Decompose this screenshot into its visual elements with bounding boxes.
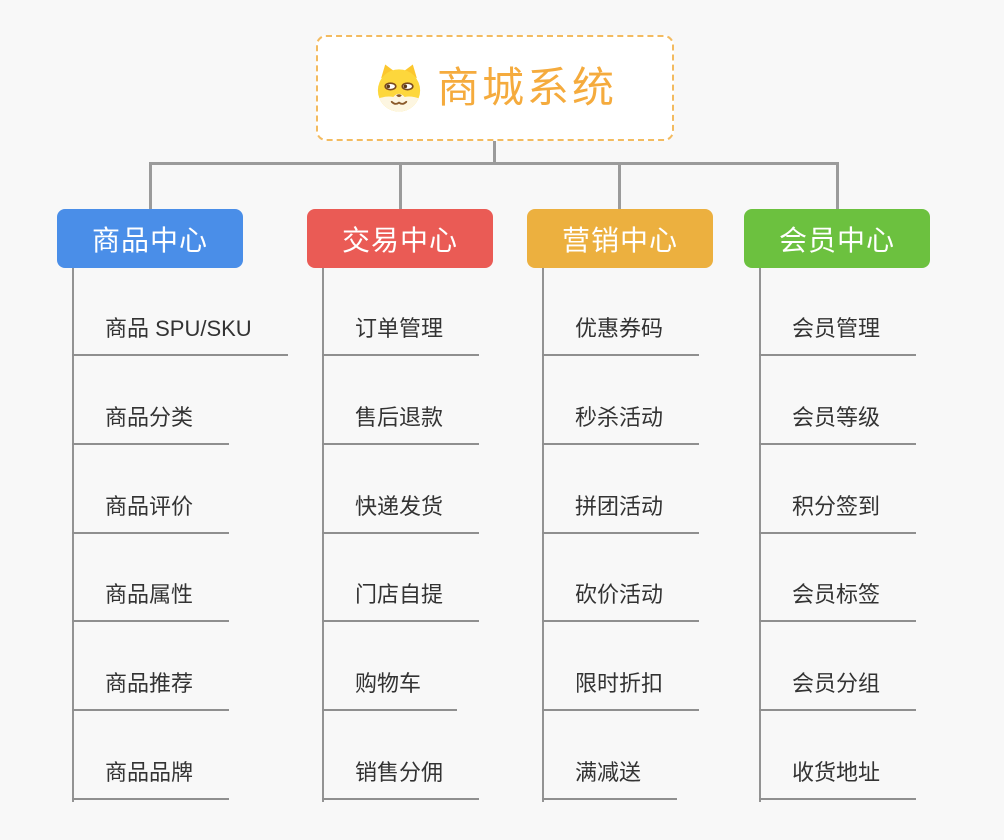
leaf-node[interactable]: 销售分佣	[322, 756, 480, 800]
leaf-node[interactable]: 收货地址	[759, 756, 917, 800]
connector-trunk	[322, 268, 324, 802]
leaf-node[interactable]: 商品评价	[72, 490, 230, 534]
leaf-node[interactable]: 限时折扣	[542, 667, 700, 711]
leaf-node[interactable]: 商品分类	[72, 401, 230, 445]
connector-horizontal-rail	[149, 162, 839, 165]
connector-trunk	[542, 268, 544, 802]
branch-node-member-center[interactable]: 会员中心	[744, 209, 930, 268]
leaf-node[interactable]: 商品品牌	[72, 756, 230, 800]
leaf-node[interactable]: 快递发货	[322, 490, 480, 534]
connector-trunk	[72, 268, 74, 802]
connector-root-stem	[493, 141, 496, 164]
root-node[interactable]: 商城系统	[316, 35, 674, 141]
leaf-node[interactable]: 会员分组	[759, 667, 917, 711]
branch-node-trade-center[interactable]: 交易中心	[307, 209, 493, 268]
branch-node-marketing-center[interactable]: 营销中心	[527, 209, 713, 268]
connector-drop	[836, 164, 839, 209]
leaf-node[interactable]: 会员标签	[759, 578, 917, 622]
leaf-node[interactable]: 售后退款	[322, 401, 480, 445]
leaf-node[interactable]: 满减送	[542, 756, 678, 800]
branch-node-product-center[interactable]: 商品中心	[57, 209, 243, 268]
leaf-node[interactable]: 会员等级	[759, 401, 917, 445]
dog-face-icon	[377, 64, 421, 112]
root-title: 商城系统	[436, 64, 617, 111]
leaf-node[interactable]: 商品推荐	[72, 667, 230, 711]
connector-drop	[399, 164, 402, 209]
leaf-node[interactable]: 优惠券码	[542, 312, 700, 356]
leaf-node[interactable]: 门店自提	[322, 578, 480, 622]
leaf-node[interactable]: 订单管理	[322, 312, 480, 356]
connector-drop	[149, 164, 152, 209]
connector-drop	[618, 164, 621, 209]
leaf-node[interactable]: 拼团活动	[542, 490, 700, 534]
leaf-node[interactable]: 积分签到	[759, 490, 917, 534]
connector-trunk	[759, 268, 761, 802]
leaf-node[interactable]: 商品属性	[72, 578, 230, 622]
leaf-node[interactable]: 会员管理	[759, 312, 917, 356]
leaf-node[interactable]: 砍价活动	[542, 578, 700, 622]
leaf-node[interactable]: 购物车	[322, 667, 458, 711]
leaf-node[interactable]: 秒杀活动	[542, 401, 700, 445]
leaf-node[interactable]: 商品 SPU/SKU	[72, 312, 288, 356]
